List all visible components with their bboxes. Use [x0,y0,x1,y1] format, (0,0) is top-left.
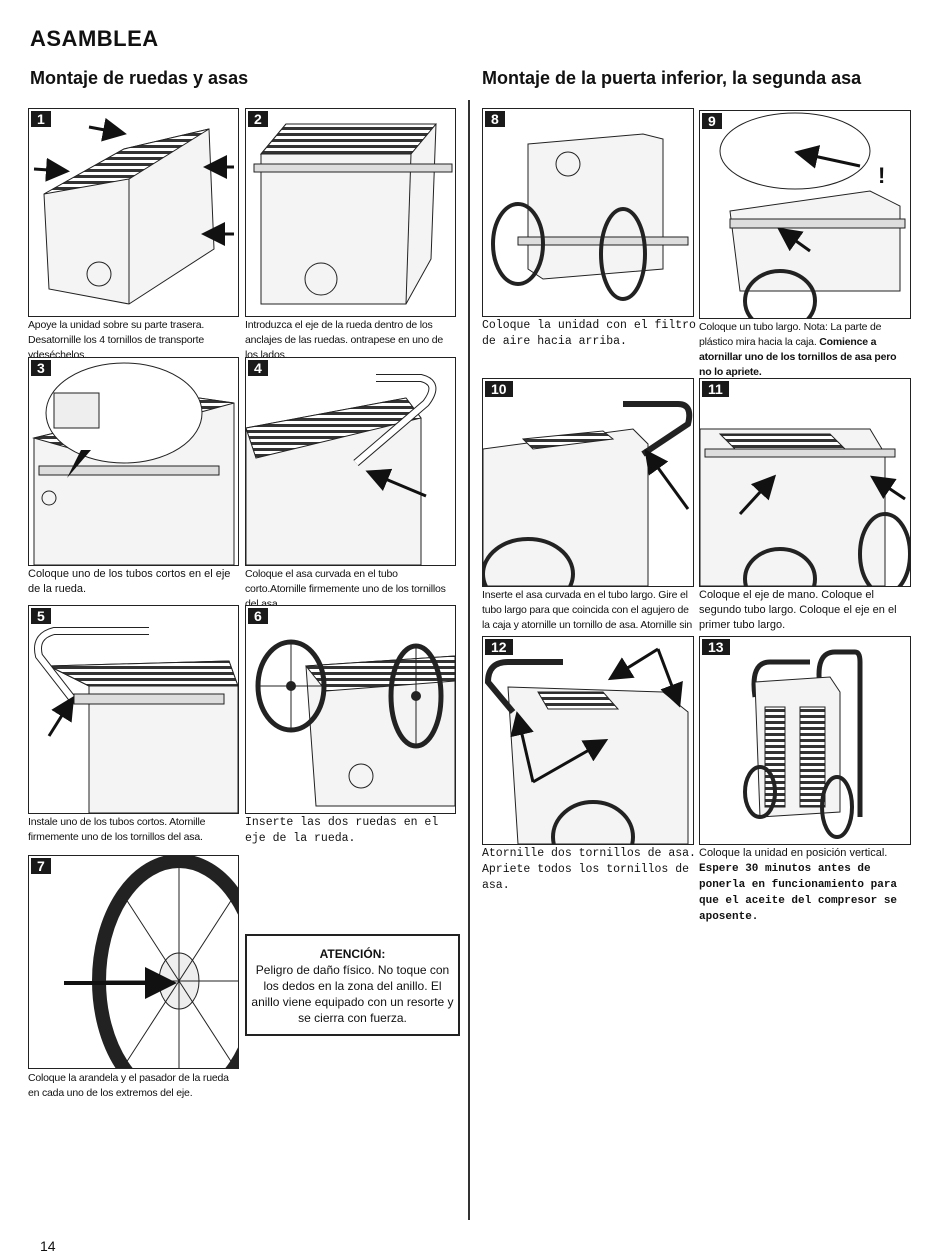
arrow-icon [777,227,811,253]
warning-title: ATENCIÓN: [319,947,386,961]
wheel-icon [820,775,854,839]
step-9-text: Coloque un tubo largo. Nota: La parte de… [699,321,882,348]
column-divider [468,100,470,1220]
step-13-caption: Coloque la unidad en posición vertical. E… [699,846,911,925]
arrow-icon [607,647,659,681]
step-11-caption: Coloque el eje de mano. Coloque el segun… [699,589,897,631]
warning-box: ATENCIÓN: Peligro de daño físico. No toq… [245,934,460,1036]
step-11-illustration: 11 [699,378,911,587]
step-number: 1 [31,111,51,127]
step-9-illustration: 9 ! [699,110,911,319]
short-tube-screw-drawing [34,627,238,813]
arrow-icon [47,695,75,737]
step-8-caption: Coloque la unidad con el filtro de aire … [482,319,696,348]
curved-handle-drawing [246,374,437,565]
wheels-insert-drawing [255,639,455,807]
arrow-icon [644,449,690,510]
arrow-icon [532,739,609,784]
long-tube-drawing: ! [719,112,906,318]
step-number: 8 [485,111,505,127]
step-4-caption: Coloque el asa curvada en el tubo corto.… [245,568,446,610]
filter-up-drawing [491,133,689,301]
step-5-illustration: 5 [28,605,239,814]
wheel-icon [743,547,817,586]
arrow-icon [33,157,70,182]
step-12-illustration: 12 [482,636,694,845]
step-9-caption: Coloque un tubo largo. Nota: La parte de… [699,320,911,380]
wheel-icon [255,639,327,733]
wheel-icon [551,800,635,844]
step-10-illustration: 10 [482,378,694,587]
step-4-illustration: 4 [245,357,456,566]
step-1-illustration: 1 [28,108,239,317]
step-7-caption: Coloque la arandela y el pasador de la r… [28,1072,229,1099]
step-3-caption: Coloque uno de los tubos cortos en el ej… [28,568,231,595]
step-number: 10 [485,381,513,397]
page-number: 14 [40,1238,56,1254]
step-number: 13 [702,639,730,655]
step-number: 2 [248,111,268,127]
short-tube-drawing [32,362,235,565]
wheel-icon [483,537,575,586]
arrow-icon [794,145,861,169]
arrow-icon [365,468,427,498]
upright-unit-drawing [743,649,863,839]
step-3-illustration: 3 [28,357,239,566]
hand-axle-drawing [700,428,910,586]
step-9-bold-text: Comience a atornillar uno de los tornill… [699,336,897,378]
step-12-caption: Atornille dos tornillos de asa. Apriete … [482,847,696,892]
wheel-icon [388,643,444,749]
step-2-caption: Introduzca el eje de la rueda dentro de … [245,319,444,361]
handle-screws-drawing [484,647,689,844]
unit-on-back-drawing [33,117,234,305]
arrow-icon [656,648,683,708]
step-number: 11 [702,381,729,397]
exclamation-icon: ! [878,163,885,188]
step-8-illustration: 8 [482,108,694,317]
left-section-heading: Montaje de ruedas y asas [30,68,249,88]
step-number: 6 [248,608,268,624]
step-6-caption: Inserte las dos ruedas en el eje de la r… [245,816,439,845]
wheel-icon [599,207,647,301]
arrow-icon [510,711,535,783]
step-13-illustration: 13 [699,636,911,845]
step-number: 3 [31,360,51,376]
arrow-icon [738,474,777,516]
step-13-text: Coloque la unidad en posición vertical. [699,847,888,859]
page-title: ASAMBLEA [30,26,159,51]
arrow-icon [870,475,906,501]
curved-handle-long-tube-drawing [483,401,693,586]
washer-pin-drawing [64,856,238,1068]
step-10-caption: Inserte el asa curvada en el tubo largo.… [482,589,693,646]
step-number: 7 [31,858,51,874]
step-2-illustration: 2 [245,108,456,317]
wheel-icon [491,202,545,286]
warning-body: Peligro de daño físico. No toque con los… [251,963,454,1025]
step-13-bold-text: Espere 30 minutos antes de ponerla en fu… [699,863,898,923]
wheel-icon [743,269,817,318]
right-section-heading: Montaje de la puerta inferior, la segund… [482,68,862,88]
step-6-illustration: 6 [245,605,456,814]
step-number: 12 [485,639,513,655]
arrow-icon [88,117,127,142]
step-number: 9 [702,113,722,129]
axle-insert-drawing [253,123,453,305]
step-7-illustration: 7 [28,855,239,1069]
step-number: 5 [31,608,51,624]
step-5-caption: Instale uno de los tubos cortos. Atornil… [28,816,206,843]
wheel-icon [743,765,777,819]
step-number: 4 [248,360,268,376]
wheel-icon [858,512,910,586]
